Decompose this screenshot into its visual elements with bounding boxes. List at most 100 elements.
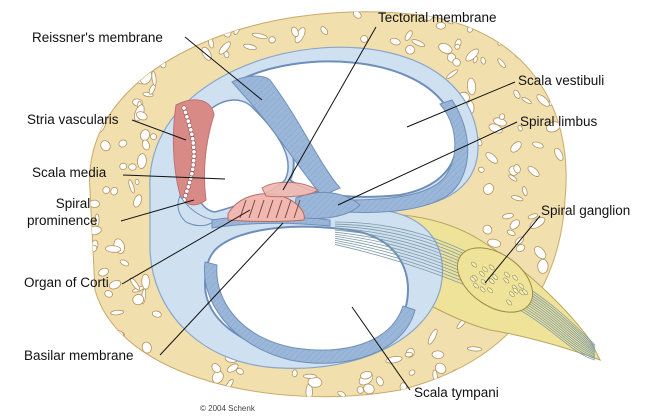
label-spiral-ganglion: Spiral ganglion bbox=[541, 203, 630, 219]
bone-cavity bbox=[212, 16, 227, 31]
scala-tympani-chamber bbox=[205, 227, 408, 354]
label-scala-media: Scala media bbox=[32, 165, 106, 181]
bone-cavity bbox=[566, 3, 573, 11]
bone-cavity bbox=[539, 381, 558, 394]
stria-cell bbox=[192, 145, 196, 149]
bone-cavity bbox=[554, 92, 569, 105]
bone-cavity bbox=[534, 31, 546, 47]
bone-cavity bbox=[87, 383, 94, 395]
stria-cell bbox=[186, 185, 190, 189]
bone-cavity bbox=[78, 301, 91, 314]
stria-cell bbox=[192, 158, 196, 162]
bone-cavity bbox=[92, 10, 105, 28]
bone-cavity bbox=[557, 367, 571, 385]
bone-cavity bbox=[76, 87, 87, 104]
bone-cavity bbox=[544, 388, 552, 399]
bone-cavity bbox=[557, 2, 569, 14]
stria-cell bbox=[192, 150, 196, 154]
bone-cavity bbox=[119, 395, 131, 408]
bone-cavity bbox=[78, 252, 90, 263]
stria-cell bbox=[182, 106, 186, 110]
bone-cavity bbox=[567, 60, 583, 74]
bone-cavity bbox=[532, 8, 542, 18]
bone-cavity bbox=[86, 61, 99, 70]
bone-cavity bbox=[185, 392, 199, 406]
bone-cavity bbox=[292, 370, 297, 377]
stria-cell bbox=[187, 123, 191, 127]
bone-cavity bbox=[520, 12, 530, 23]
bone-cavity bbox=[405, 352, 413, 357]
bone-cavity bbox=[551, 34, 567, 50]
bone-cavity bbox=[303, 374, 316, 378]
bone-cavity bbox=[543, 42, 554, 52]
bone-cavity bbox=[114, 46, 122, 52]
bone-cavity bbox=[114, 338, 121, 344]
bone-cavity bbox=[136, 367, 148, 382]
stria-cell bbox=[191, 163, 195, 167]
bone-cavity bbox=[85, 399, 95, 405]
bone-cavity bbox=[76, 390, 89, 402]
stria-cell bbox=[191, 141, 195, 145]
bone-cavity bbox=[186, 27, 197, 37]
bone-cavity bbox=[168, 24, 177, 32]
label-scala-vestibuli: Scala vestibuli bbox=[518, 73, 604, 89]
stria-cell bbox=[183, 110, 187, 114]
stria-cell bbox=[186, 119, 190, 123]
label-spiral-prominence-line1: Spiral bbox=[27, 196, 119, 212]
stria-cell bbox=[187, 180, 191, 184]
bone-cavity bbox=[76, 80, 87, 93]
stria-cell bbox=[191, 167, 195, 171]
bone-cavity bbox=[569, 373, 583, 386]
label-stria-vascularis: Stria vascularis bbox=[27, 112, 119, 128]
stria-cell bbox=[192, 154, 196, 158]
bone-cavity bbox=[141, 274, 149, 289]
copyright-credit: © 2004 Schenk bbox=[200, 404, 255, 413]
bone-cavity bbox=[138, 45, 156, 61]
stria-cell bbox=[191, 137, 195, 141]
bone-cavity bbox=[499, 12, 510, 23]
bone-cavity bbox=[568, 178, 578, 188]
bone-cavity bbox=[538, 259, 549, 273]
bone-cavity bbox=[543, 33, 556, 48]
bone-cavity bbox=[464, 369, 475, 381]
bone-cavity bbox=[106, 48, 121, 62]
label-spiral-prominence-line2: prominence bbox=[27, 213, 98, 229]
bone-cavity bbox=[167, 371, 181, 386]
bone-cavity bbox=[472, 360, 481, 367]
label-scala-tympani: Scala tympani bbox=[414, 385, 499, 401]
stria-cell bbox=[183, 193, 187, 197]
label-basilar-membrane: Basilar membrane bbox=[24, 348, 134, 364]
bone-cavity bbox=[204, 4, 218, 21]
stria-cell bbox=[190, 172, 194, 176]
stria-cell bbox=[185, 189, 189, 193]
label-reissners-membrane: Reissner's membrane bbox=[32, 30, 163, 46]
bone-cavity bbox=[79, 137, 93, 145]
bone-cavity bbox=[101, 372, 108, 389]
label-spiral-limbus: Spiral limbus bbox=[520, 114, 597, 130]
bone-cavity bbox=[500, 0, 515, 12]
bone-cavity bbox=[564, 133, 581, 142]
bone-cavity bbox=[99, 311, 105, 328]
bone-cavity bbox=[210, 2, 218, 9]
bone-cavity bbox=[155, 0, 173, 14]
bone-cavity bbox=[106, 327, 118, 340]
bone-cavity bbox=[241, 13, 251, 20]
bone-cavity bbox=[553, 2, 562, 13]
bone-cavity bbox=[113, 383, 131, 400]
bone-cavity bbox=[152, 366, 170, 383]
bone-cavity bbox=[370, 395, 382, 407]
stria-cell bbox=[190, 132, 194, 136]
label-organ-of-corti: Organ of Corti bbox=[24, 275, 109, 291]
bone-cavity bbox=[538, 25, 548, 35]
bone-cavity bbox=[215, 0, 228, 12]
bone-cavity bbox=[76, 233, 86, 243]
label-tectorial-membrane: Tectorial membrane bbox=[378, 10, 497, 26]
bone-cavity bbox=[147, 12, 155, 18]
bone-cavity bbox=[538, 381, 546, 388]
bone-cavity bbox=[128, 163, 136, 170]
bone-cavity bbox=[567, 184, 575, 195]
bone-cavity bbox=[150, 363, 156, 375]
bone-cavity bbox=[273, 400, 281, 409]
stria-cell bbox=[185, 115, 189, 119]
